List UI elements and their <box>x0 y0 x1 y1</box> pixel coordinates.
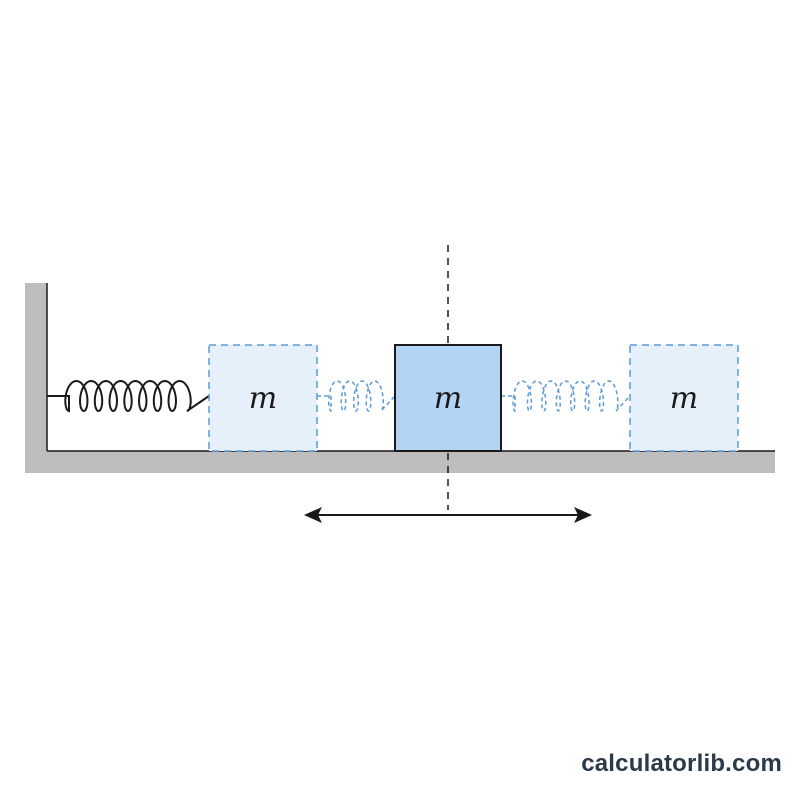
floor <box>25 451 775 473</box>
arrowhead-right <box>574 507 592 523</box>
wall <box>25 283 47 473</box>
spring-ghost-left <box>317 380 396 413</box>
mass-ghost-right <box>629 344 739 452</box>
spring-ghost-right <box>501 380 631 413</box>
spring <box>47 379 210 413</box>
mass-block <box>394 344 502 452</box>
mass-label-center: m <box>434 381 462 416</box>
arrowhead-left <box>304 507 322 523</box>
mass-label-left: m <box>249 381 277 416</box>
site-watermark: calculatorlib.com <box>581 750 782 777</box>
mass-ghost-left <box>208 344 318 452</box>
mass-label-right: m <box>670 381 698 416</box>
